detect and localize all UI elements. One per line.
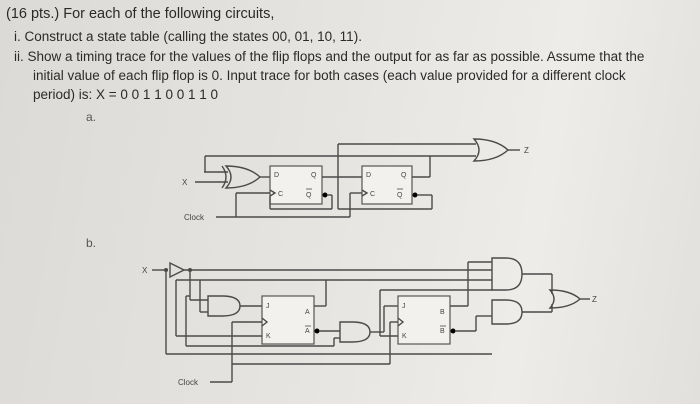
circuit-a-clock-label: Clock bbox=[184, 213, 205, 222]
ffB-jk-flipflop bbox=[397, 295, 451, 345]
circuit-a-output-label: Z bbox=[524, 146, 529, 155]
ff1-qbar-label: Q bbox=[306, 192, 312, 199]
ff1-q-label: Q bbox=[311, 172, 317, 179]
part-b-label: b. bbox=[86, 236, 97, 250]
ff1-c-label: C bbox=[278, 191, 283, 198]
item-state-table: i. Construct a state table (calling the … bbox=[14, 29, 362, 44]
ff2-d-label: D bbox=[366, 172, 371, 179]
circuit-a-input-label: X bbox=[182, 178, 188, 187]
ffB-k-label: K bbox=[402, 333, 407, 340]
ffA-jk-flipflop bbox=[261, 295, 315, 345]
ffB-j-label: J bbox=[402, 303, 406, 310]
circuit-b-input-label: X bbox=[142, 266, 148, 275]
item-timing-trace-line3: period) is: X = 0 0 1 1 0 0 1 1 0 bbox=[33, 87, 218, 102]
ffB-q-label: B bbox=[440, 309, 445, 316]
ff2-qbar-label: Q bbox=[397, 192, 403, 199]
ffA-q-label: A bbox=[305, 309, 310, 316]
ffA-j-label: J bbox=[266, 303, 270, 310]
part-a-label: a. bbox=[86, 110, 97, 124]
problem-header: (16 pts.) For each of the following circ… bbox=[6, 6, 275, 22]
item-timing-trace-line1: ii. Show a timing trace for the values o… bbox=[14, 49, 645, 64]
ffA-k-label: K bbox=[266, 333, 271, 340]
ff2-q-label: Q bbox=[401, 172, 407, 179]
ff1-d-flipflop bbox=[269, 165, 323, 205]
circuit-b-output-label: Z bbox=[592, 295, 597, 304]
circuit-b-clock-label: Clock bbox=[178, 378, 199, 387]
ffB-qbar-label: B bbox=[440, 328, 445, 335]
item-timing-trace-line2: initial value of each flip flop is 0. In… bbox=[33, 68, 626, 83]
ff2-c-label: C bbox=[370, 191, 375, 198]
ffA-qbar-label: A bbox=[305, 328, 310, 335]
ff2-d-flipflop bbox=[361, 165, 413, 205]
ff1-d-label: D bbox=[274, 172, 279, 179]
